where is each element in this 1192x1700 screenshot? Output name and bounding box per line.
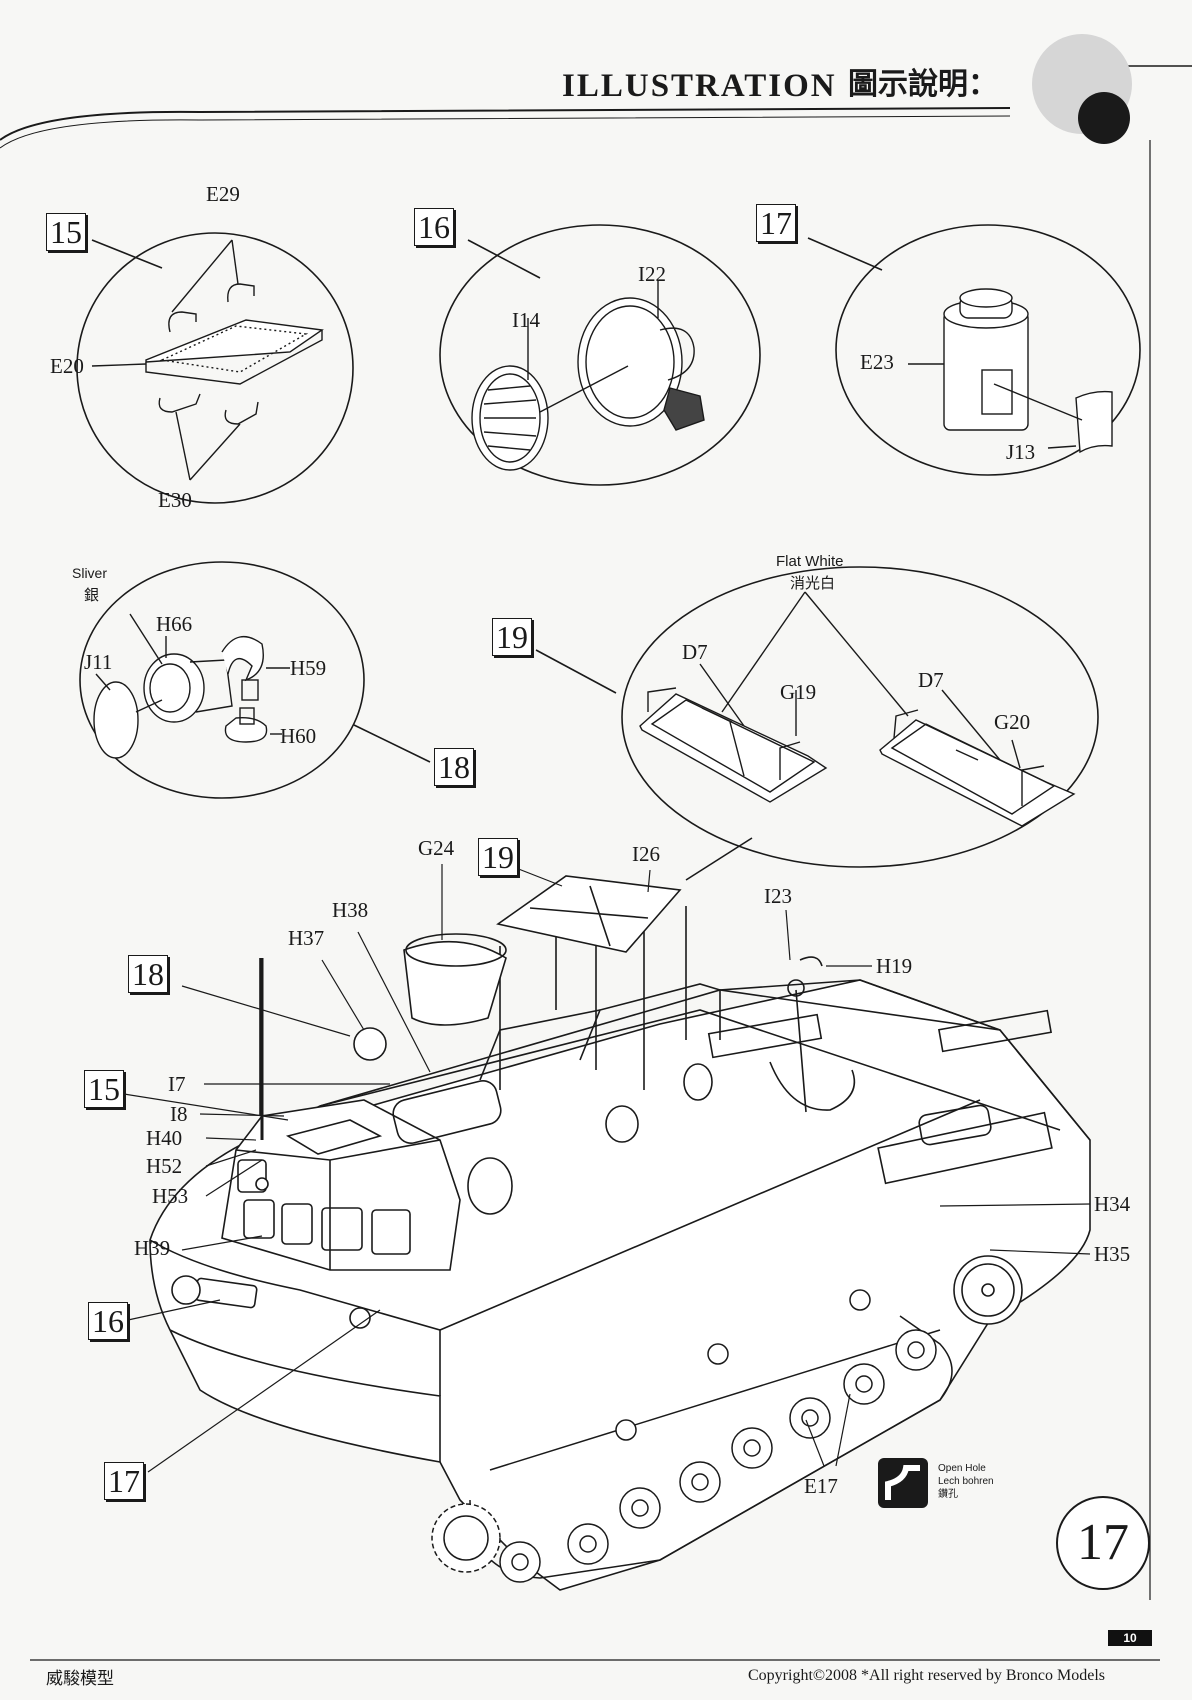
hatch-detail — [91, 239, 324, 481]
part-label-I22: I22 — [638, 262, 666, 286]
part-label-J13: J13 — [1006, 440, 1036, 464]
step-box-15-main: 15 — [84, 1070, 124, 1108]
step-box-16-main: 16 — [88, 1302, 128, 1340]
cylinder-detail — [908, 288, 1113, 454]
paint-flat-white-cn: 消光白 — [790, 575, 836, 592]
part-label-H52: H52 — [146, 1154, 183, 1178]
detail-ellipses — [76, 224, 1141, 881]
part-label-G24: G24 — [418, 836, 455, 860]
step-box-18: 18 — [434, 748, 474, 786]
part-label-H35: H35 — [1094, 1242, 1131, 1266]
part-label-D7-left: D7 — [682, 640, 708, 664]
step-box-15: 15 — [46, 213, 86, 251]
part-label-I26: I26 — [632, 842, 660, 866]
step-box-19-main: 19 — [478, 838, 518, 876]
part-label-I23: I23 — [764, 884, 792, 908]
part-label-H38: H38 — [332, 898, 369, 922]
step-box-16: 16 — [414, 208, 454, 246]
legend-open-hole-cn: 鑽孔 — [938, 1489, 958, 1500]
step-box-17: 17 — [756, 204, 796, 242]
part-label-H34: H34 — [1094, 1192, 1131, 1216]
part-label-H40: H40 — [146, 1126, 183, 1150]
paint-sliver-cn: 銀 — [84, 587, 100, 604]
step-box-17-main: 17 — [104, 1462, 144, 1500]
step-box-18-main: 18 — [128, 955, 168, 993]
track-assembly — [431, 1289, 953, 1583]
paint-flat-white-en: Flat White — [776, 553, 844, 570]
part-label-H37: H37 — [288, 926, 325, 950]
part-label-H60: H60 — [280, 724, 317, 748]
part-label-J11: J11 — [84, 650, 113, 674]
header-title: ILLUSTRATION — [562, 68, 837, 104]
rack-detail — [639, 591, 1076, 827]
part-label-H59: H59 — [290, 656, 327, 680]
part-label-I14: I14 — [512, 308, 540, 332]
part-label-H39: H39 — [134, 1236, 171, 1260]
part-label-H66: H66 — [156, 612, 193, 636]
open-hole-icon — [878, 1458, 928, 1508]
headlight-detail — [471, 280, 705, 471]
part-label-E17: E17 — [804, 1474, 838, 1498]
part-label-G19: G19 — [780, 680, 817, 704]
paint-sliver-en: Sliver — [72, 565, 108, 581]
legend-open-hole-de: Lech bohren — [938, 1476, 994, 1487]
header-title-cn: 圖示說明： — [848, 68, 998, 101]
vehicle-body — [149, 875, 1091, 1591]
part-label-I8: I8 — [170, 1102, 188, 1126]
brand-cn: 威駿模型 — [46, 1669, 114, 1688]
step-number-circle: 17 — [1056, 1496, 1150, 1590]
part-label-H19: H19 — [876, 954, 913, 978]
part-label-I7: I7 — [168, 1072, 186, 1096]
step-box-19: 19 — [492, 618, 532, 656]
part-label-H53: H53 — [152, 1184, 189, 1208]
legend-open-hole-en: Open Hole — [938, 1463, 986, 1474]
part-label-E20: E20 — [50, 354, 84, 378]
part-label-E23: E23 — [860, 350, 894, 374]
part-label-G20: G20 — [994, 710, 1031, 734]
part-label-E30: E30 — [158, 488, 192, 512]
part-label-D7-right: D7 — [918, 668, 944, 692]
leader-lines — [123, 864, 1091, 1473]
copyright-text: Copyright©2008 *All right reserved by Br… — [748, 1667, 1105, 1684]
light-detail — [93, 613, 290, 759]
page-number: 10 — [1108, 1630, 1152, 1646]
part-label-E29: E29 — [206, 182, 240, 206]
